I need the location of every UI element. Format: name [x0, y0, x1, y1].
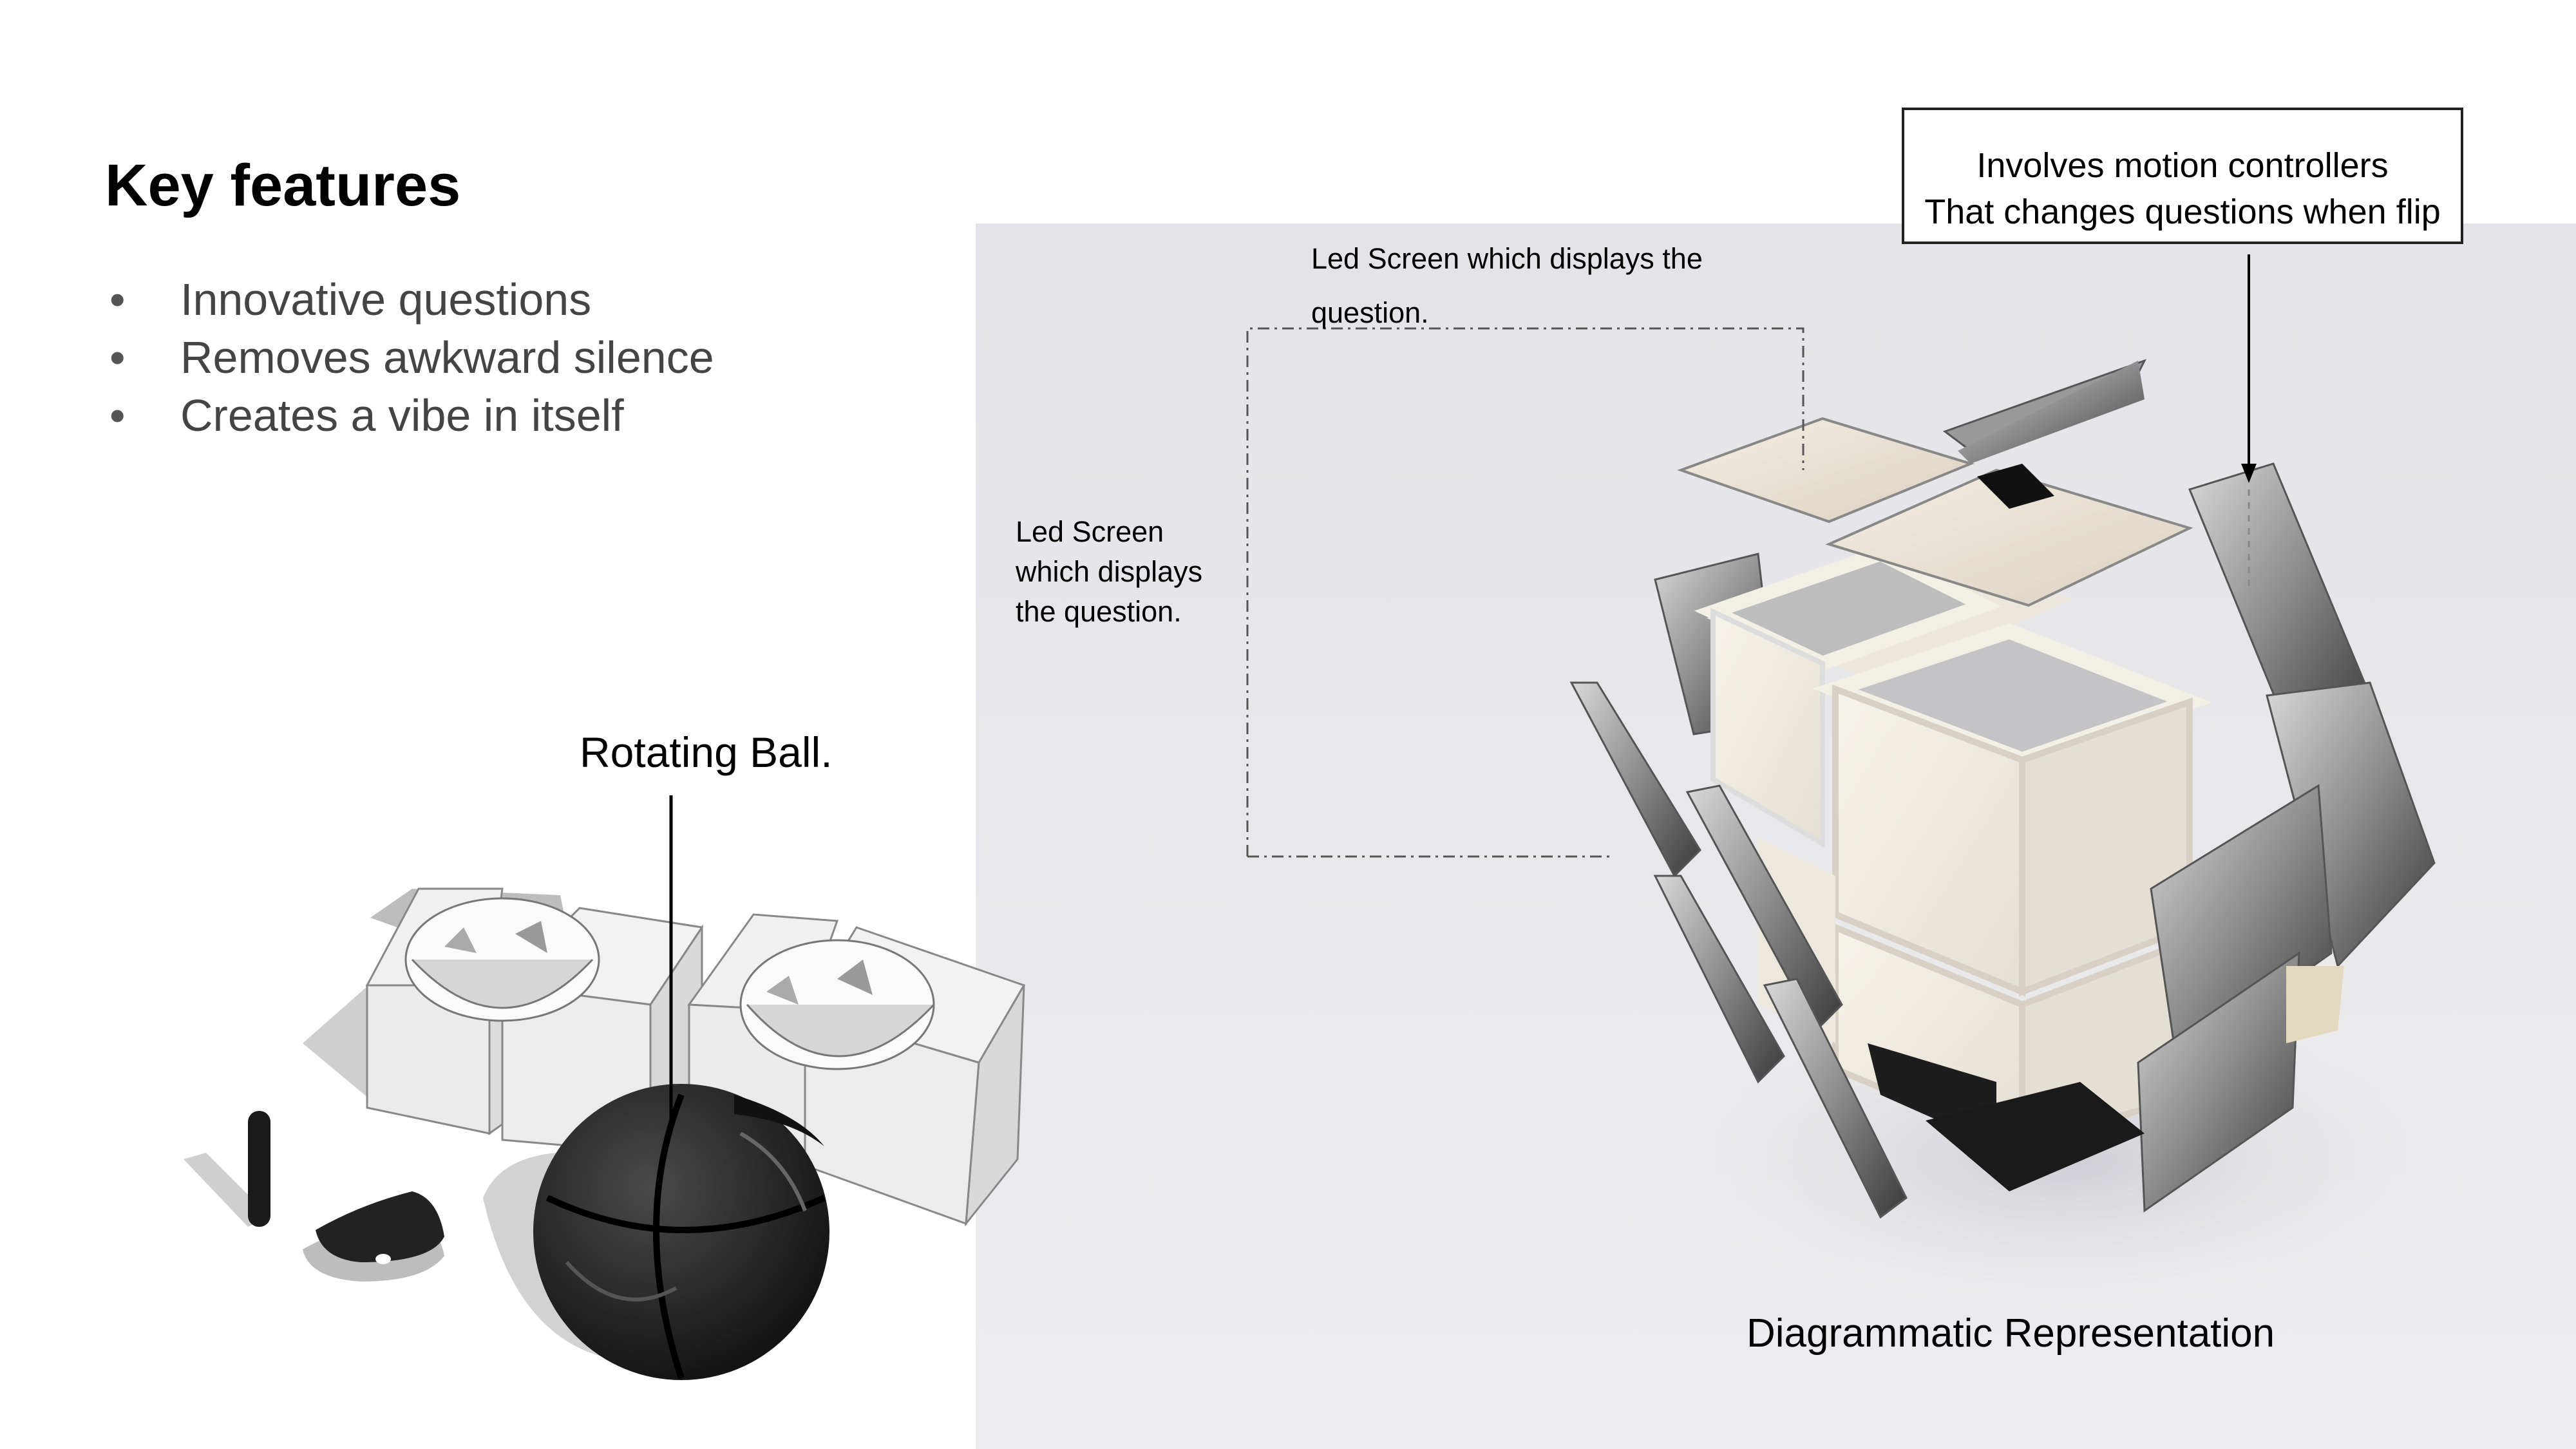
- callout-line: That changes questions when flip: [1924, 193, 2441, 231]
- bullet-icon: •: [109, 390, 126, 440]
- led-callout-frame: [1246, 327, 1804, 857]
- label-line: question.: [1311, 296, 1429, 329]
- bullet-icon: •: [109, 274, 126, 325]
- led-screen-left-label: Led Screen which displays the question.: [1016, 512, 1202, 632]
- feature-text: Creates a vibe in itself: [180, 390, 624, 440]
- feature-item: • Innovative questions: [109, 270, 714, 328]
- feature-item: • Creates a vibe in itself: [109, 386, 714, 444]
- slide-title: Key features: [105, 153, 461, 218]
- rotating-ball-assembly: [184, 795, 1026, 1380]
- led-screen-top-label: Led Screen which displays the question.: [1311, 232, 1703, 340]
- label-line: which displays: [1016, 555, 1203, 588]
- cube-diagram: [1246, 254, 2460, 1314]
- motion-controller-callout: Involves motion controllers That changes…: [1902, 108, 2463, 244]
- feature-text: Innovative questions: [180, 274, 592, 325]
- feature-list: • Innovative questions • Removes awkward s…: [109, 270, 714, 444]
- label-line: the question.: [1016, 595, 1182, 628]
- callout-line: Involves motion controllers: [1976, 146, 2389, 185]
- bullet-icon: •: [109, 332, 126, 383]
- feature-item: • Removes awkward silence: [109, 328, 714, 386]
- feature-text: Removes awkward silence: [180, 332, 714, 383]
- label-line: Led Screen: [1016, 515, 1164, 548]
- rotating-ball-label: Rotating Ball.: [580, 728, 833, 776]
- label-line: Led Screen which displays the: [1311, 242, 1703, 275]
- diagram-caption: Diagrammatic Representation: [1747, 1311, 2275, 1356]
